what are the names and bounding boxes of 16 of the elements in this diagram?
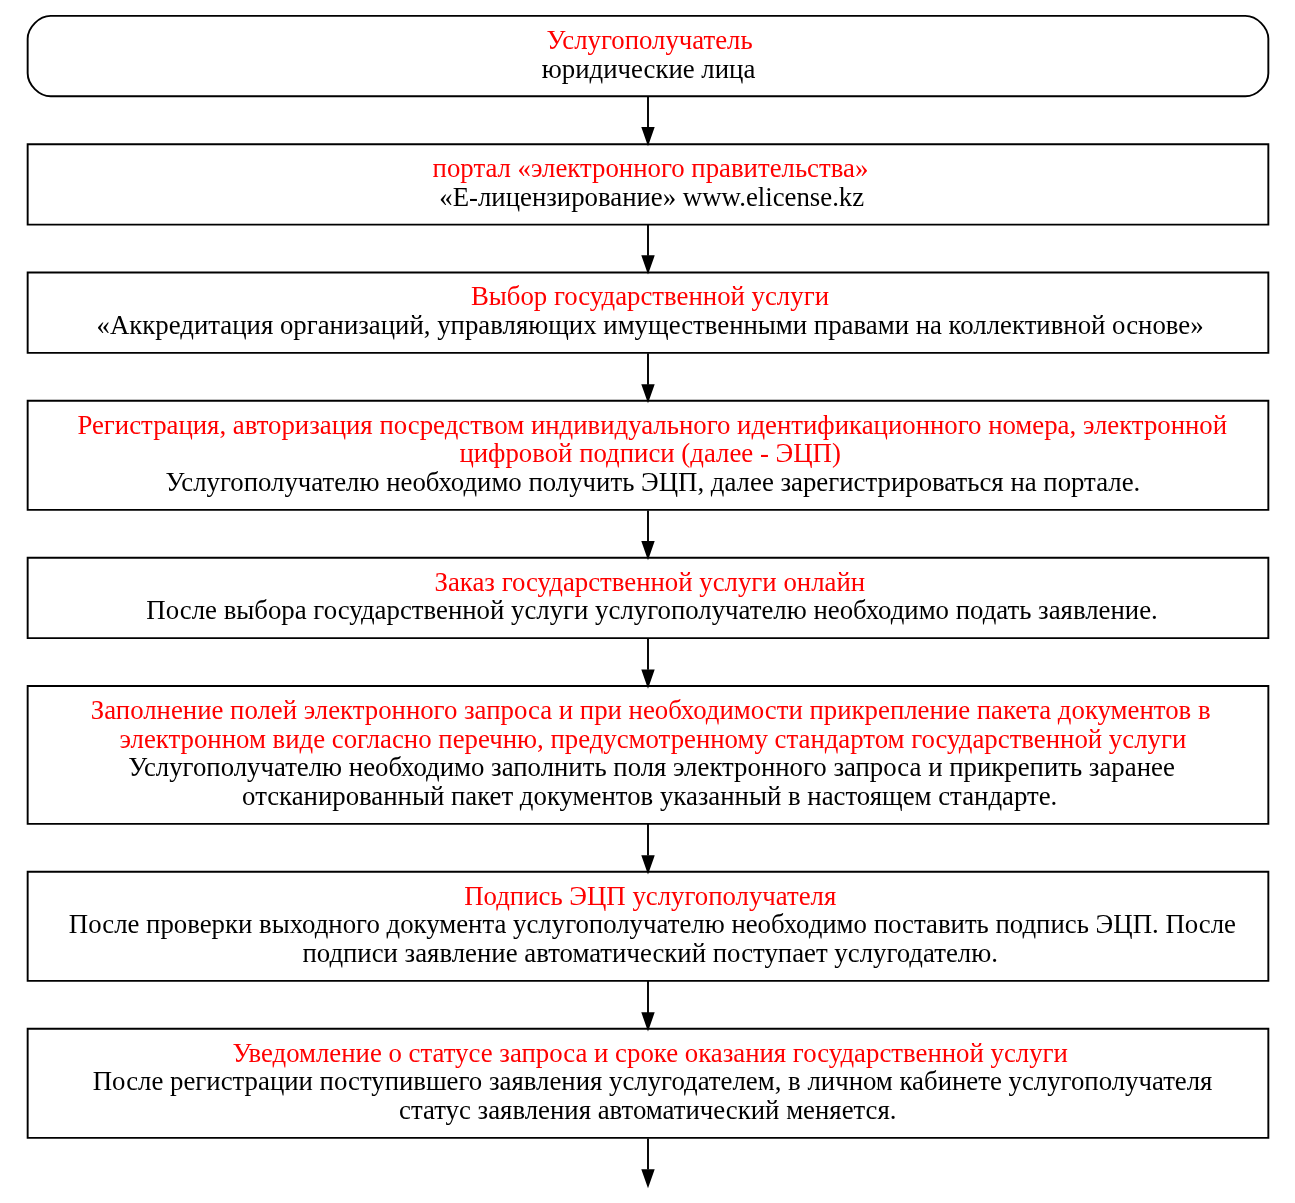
arrow (640, 637, 655, 689)
node-box: Регистрация, авторизация посредством индивидуального идентификационного номера, электронной цифровой подписи (далее - ЭЦП) Услугополучателю необходимо получить ЭЦП, далее зарегистрироваться на портале. (26, 399, 1269, 511)
arrow (640, 224, 655, 275)
node-box: портал «электронного правительства» «Е-лицензирование» www.elicense.kz (26, 143, 1269, 226)
node-box: Услугополучатель юридические лица (26, 14, 1269, 98)
node-box: Заполнение полей электронного запроса и при необходимости прикрепление пакета документов в электронном виде согласно перечню, предусмотренному стандартом государственной услуги Услугополучателю необходимо заполнить поля электронного запроса и прикрепить заранее отсканированный пакет документов указанный в настоящем стандарте. (26, 685, 1269, 825)
arrow (640, 509, 655, 561)
arrow (640, 95, 655, 147)
node-box: Выбор государственной услуги «Аккредитация организаций, управляющих имущественными правами на коллективной основе» (26, 271, 1269, 354)
node-box: Подпись ЭЦП услугополучателя После проверки выходного документа услугополучателю необходимо поставить подпись ЭЦП. После подписи заявление автоматический поступает услугодателю. (26, 870, 1269, 982)
arrow (640, 1137, 655, 1189)
arrow (640, 979, 655, 1032)
node-box: Уведомление о статусе запроса и сроке оказания государственной услуги После регистрации поступившего заявления услугодателем, в личном кабинете услугополучателя статус заявления автоматический меняется. (26, 1027, 1269, 1139)
node-box: Заказ государственной услуги онлайн После выбора государственной услуги услугополучателю необходимо подать заявление. (26, 556, 1269, 640)
arrow (640, 823, 655, 875)
arrow (640, 352, 655, 404)
